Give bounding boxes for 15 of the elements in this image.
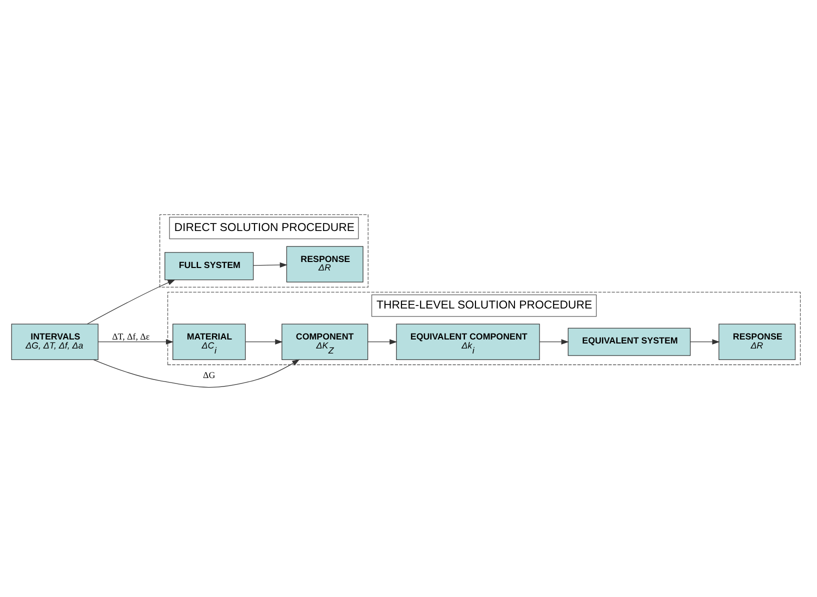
arrow [98,339,174,345]
arrow [690,339,720,345]
arrow [86,280,176,324]
arrow [93,359,300,388]
node-box: RESPONSE ΔR [286,246,364,282]
node-box: EQUIVALENT SYSTEM [568,328,691,356]
node-box: FULL SYSTEM [164,252,254,280]
edge-label: ΔT, Δf, Δε [112,331,150,342]
arrow [368,339,398,345]
arrow [539,339,569,345]
node-box: INTERVALS ΔG, ΔT, Δf, Δa [11,324,98,360]
arrow [253,262,288,268]
arrow [245,339,283,345]
edge-label: ΔG [203,370,216,380]
node-box: RESPONSE ΔR [718,324,796,360]
